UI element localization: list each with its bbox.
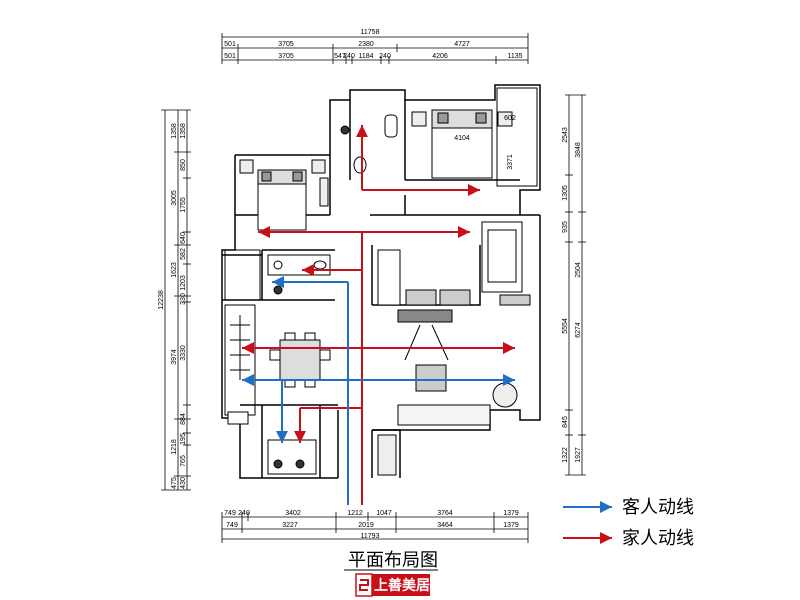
dim-left-b11: 430 bbox=[180, 477, 187, 489]
dim-bottom-r2-4: 1379 bbox=[503, 522, 519, 529]
dim-left-b0: 1358 bbox=[180, 123, 187, 139]
dim-left-b5: 1203 bbox=[180, 275, 187, 291]
balcony-label: 602 bbox=[504, 115, 516, 122]
dim-left-b7: 3330 bbox=[180, 345, 187, 361]
dim-top-r1-3: 4727 bbox=[454, 41, 470, 48]
dim-bottom-r2-2: 2019 bbox=[358, 522, 374, 529]
dim-left-b1: 850 bbox=[180, 159, 187, 171]
family-route bbox=[242, 125, 515, 505]
dim-top-r2-7: 1135 bbox=[507, 53, 522, 60]
dim-left-a1: 3005 bbox=[171, 190, 178, 206]
bottom-dimensions bbox=[221, 512, 529, 543]
dim-left-a2: 1623 bbox=[171, 262, 178, 278]
dim-top-r2-2: 547 bbox=[334, 53, 346, 60]
utility-fixtures bbox=[267, 254, 331, 295]
top-dimensions bbox=[221, 33, 529, 64]
dim-left-total: 12238 bbox=[158, 290, 165, 310]
dim-right-a1: 1305 bbox=[562, 185, 569, 201]
page-title: 平面布局图 bbox=[348, 550, 438, 571]
dim-right-a5: 1322 bbox=[562, 447, 569, 463]
dim-top-r2-1: 3705 bbox=[278, 53, 294, 60]
dim-bottom-r1-2: 3402 bbox=[285, 510, 301, 517]
dim-top-r1-0: 501 bbox=[224, 41, 236, 48]
dim-bottom-r1-1: 240 bbox=[238, 510, 250, 517]
dim-bottom-r1-5: 3764 bbox=[437, 510, 453, 517]
dim-top-r2-0: 501 bbox=[224, 53, 236, 60]
right-dimensions bbox=[565, 94, 586, 476]
guest-route bbox=[242, 276, 515, 505]
dim-left-b9: 195 bbox=[180, 433, 187, 445]
dim-bottom-r1-4: 1047 bbox=[376, 510, 392, 517]
dim-left-a3: 3974 bbox=[171, 349, 178, 365]
dim-right-a0: 2543 bbox=[562, 127, 569, 143]
master-bed-icon bbox=[411, 109, 513, 179]
dim-top-r2-3: 240 bbox=[343, 53, 355, 60]
dim-top-r1-1: 3705 bbox=[278, 41, 294, 48]
dim-left-a0: 1358 bbox=[171, 123, 178, 139]
dim-top-r1-2: 2380 bbox=[358, 41, 374, 48]
legend: 客人动线 家人动线 bbox=[563, 497, 694, 549]
legend-family-label: 家人动线 bbox=[622, 528, 694, 549]
dim-right-a3: 5554 bbox=[562, 318, 569, 334]
dim-top-r2-6: 4206 bbox=[432, 53, 448, 60]
dim-left-b8: 884 bbox=[180, 413, 187, 425]
dim-left-b10: 765 bbox=[180, 455, 187, 467]
living-furniture bbox=[377, 221, 531, 426]
dim-left-b3: 640 bbox=[180, 232, 187, 244]
clothes-rack-icon bbox=[230, 315, 250, 380]
dining-table-icon bbox=[269, 332, 331, 388]
second-bed-icon bbox=[239, 159, 329, 231]
master-bed-label: 4104 bbox=[454, 135, 470, 142]
left-dimensions bbox=[161, 109, 191, 491]
dim-left-b6: 330 bbox=[180, 293, 187, 305]
dim-right-a4: 845 bbox=[562, 416, 569, 428]
legend-guest-label: 客人动线 bbox=[622, 497, 694, 518]
dim-right-b3: 1927 bbox=[575, 447, 582, 463]
brand-logo-text: 上善美居 bbox=[374, 577, 430, 594]
dim-left-b2: 1755 bbox=[180, 197, 187, 213]
brand-logo: 上善美居 bbox=[355, 573, 430, 597]
dim-right-a2: 935 bbox=[562, 221, 569, 233]
dim-top-r2-5: 240 bbox=[379, 53, 391, 60]
dim-bottom-r1-6: 1379 bbox=[503, 510, 519, 517]
kitchen-fixtures bbox=[227, 411, 397, 476]
walls bbox=[221, 84, 541, 479]
dim-bottom-total: 11793 bbox=[361, 533, 380, 540]
dim-top-total: 11758 bbox=[361, 29, 380, 36]
dim-left-a4: 1218 bbox=[171, 439, 178, 455]
dim-right-b0: 3848 bbox=[575, 142, 582, 158]
dim-bottom-r1-0: 749 bbox=[224, 510, 236, 517]
master-room-label: 3371 bbox=[507, 154, 514, 170]
dim-bottom-r2-0: 749 bbox=[226, 522, 238, 529]
dim-right-b1: 2504 bbox=[575, 262, 582, 278]
dim-bottom-r2-3: 3464 bbox=[437, 522, 453, 529]
dim-top-r2-4: 1184 bbox=[358, 53, 373, 60]
dim-right-b2: 6274 bbox=[575, 322, 582, 338]
dim-left-b4: 582 bbox=[180, 248, 187, 260]
dim-left-a5: 475 bbox=[171, 477, 178, 489]
dim-bottom-r1-3: 1212 bbox=[347, 510, 363, 517]
dim-bottom-r2-1: 3227 bbox=[282, 522, 298, 529]
